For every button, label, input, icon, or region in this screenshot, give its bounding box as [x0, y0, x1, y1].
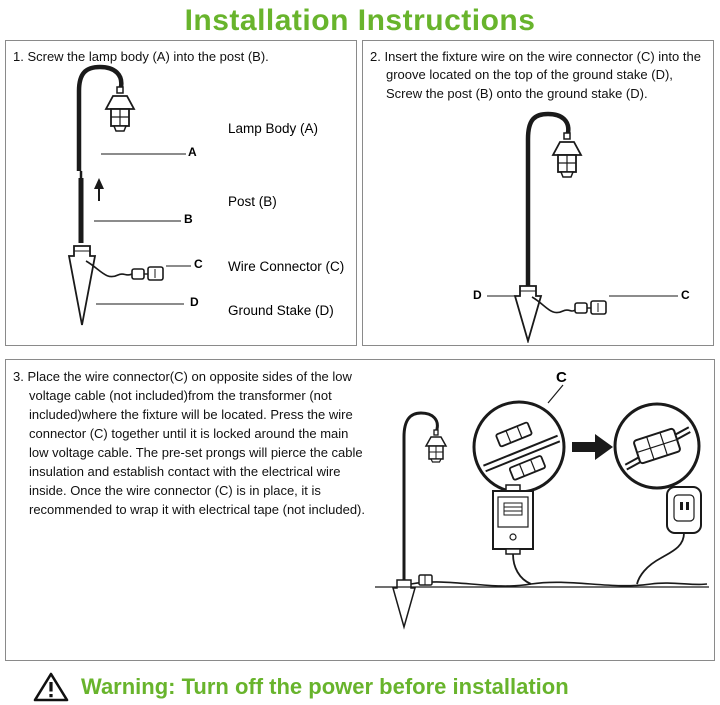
- part-label-wire-connector: Wire Connector (C): [228, 259, 345, 274]
- transformer: [492, 484, 534, 585]
- ground-stake: [67, 245, 97, 326]
- wire-connector: [574, 300, 607, 315]
- step1-text: 1. Screw the lamp body (A) into the post…: [13, 49, 269, 64]
- top-panels-row: 1. Screw the lamp body (A) into the post…: [0, 40, 720, 346]
- callout-letter-d: D: [190, 295, 199, 309]
- page-title: Installation Instructions: [184, 4, 536, 37]
- part-label-ground-stake: Ground Stake (D): [228, 303, 334, 318]
- part-label-lamp-body: Lamp Body (A): [228, 121, 319, 136]
- wall-plug: [636, 486, 702, 585]
- step1-panel: 1. Screw the lamp body (A) into the post…: [5, 40, 357, 346]
- warning-triangle-icon: [33, 672, 69, 701]
- callout-line-c: [547, 384, 564, 404]
- lantern-icon: [551, 132, 583, 178]
- assembled-lamp-illustration: [487, 111, 678, 343]
- step2-panel: 2. Insert the fixture wire on the wire c…: [362, 40, 714, 346]
- fixture-wire: [531, 296, 576, 314]
- lantern-icon: [104, 86, 136, 132]
- wire-connector-on-cable: [418, 574, 433, 586]
- callout-letter-d: D: [473, 288, 482, 302]
- ground-stake: [392, 579, 416, 630]
- step3-text: 3. Place the wire connector(C) on opposi…: [13, 369, 365, 517]
- warning-text: Warning: Turn off the power before insta…: [81, 673, 569, 699]
- callout-letter-a: A: [188, 145, 197, 159]
- callout-letter-c: C: [556, 369, 567, 386]
- magnified-connector-open: [472, 400, 566, 494]
- exploded-lamp-illustration: [67, 64, 191, 326]
- lamp-pole: [402, 411, 439, 581]
- part-label-post: Post (B): [228, 194, 277, 209]
- lamp-arm: [76, 64, 124, 171]
- wire-connector: [131, 266, 164, 281]
- step3-panel: 3. Place the wire connector(C) on opposi…: [5, 359, 715, 661]
- lantern-icon: [424, 429, 448, 463]
- assembly-arrow-up-icon: [94, 178, 104, 201]
- plug-cord: [636, 532, 685, 585]
- transformer-cord: [512, 553, 532, 585]
- callout-letter-b: B: [184, 212, 193, 226]
- installation-scene-illustration: [375, 384, 709, 630]
- fixture-wire: [85, 260, 133, 278]
- low-voltage-cable: [410, 581, 708, 587]
- callout-letter-c: C: [681, 288, 690, 302]
- ground-stake: [513, 285, 543, 343]
- step2-text: 2. Insert the fixture wire on the wire c…: [370, 49, 701, 101]
- arrow-right-icon: [572, 434, 613, 460]
- lamp-pole: [525, 111, 571, 287]
- callout-letter-c: C: [194, 257, 203, 271]
- magnified-connector-closed: [613, 402, 701, 490]
- warning-banner: Warning: Turn off the power before insta…: [0, 661, 720, 705]
